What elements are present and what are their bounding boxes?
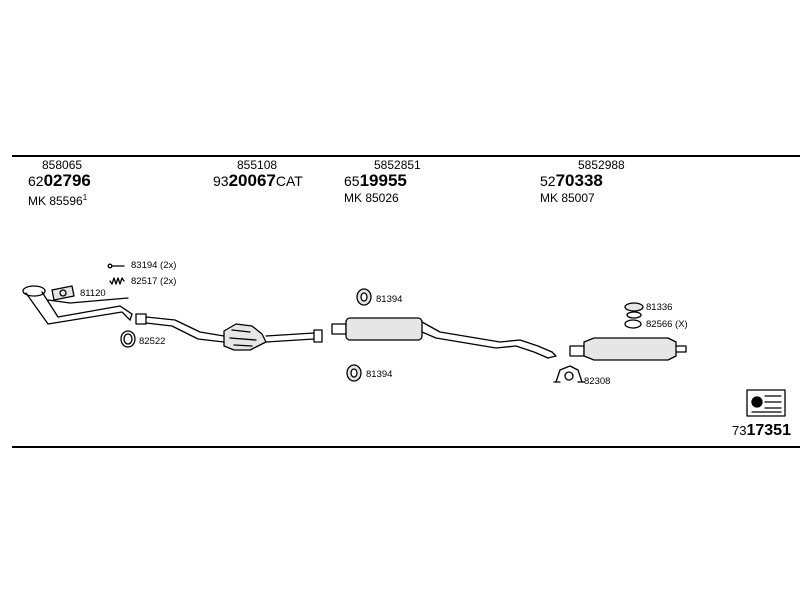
part-label-81394-bottom: 81394 bbox=[366, 369, 393, 380]
ref-number: 5852851 bbox=[374, 158, 421, 172]
part-label-82566: 82566 (X) bbox=[646, 319, 688, 330]
hanger-81336 bbox=[624, 302, 644, 319]
mk-number: MK 855961 bbox=[28, 190, 91, 209]
part-label-81336: 81336 bbox=[646, 302, 673, 313]
part-number: 5270338 bbox=[540, 172, 625, 190]
part-label-83194: 83194 (2x) bbox=[131, 260, 177, 271]
hanger-81394-bottom bbox=[346, 364, 362, 382]
bottom-rule bbox=[12, 446, 800, 448]
part-number: 6202796 bbox=[28, 172, 91, 190]
part-number-prefix: 62 bbox=[28, 173, 44, 189]
part-column-1: 858065 6202796 MK 855961 bbox=[28, 158, 91, 209]
part-column-2: 855108 9320067CAT bbox=[213, 158, 303, 190]
mk-number: MK 85007 bbox=[540, 190, 625, 206]
part-label-82308: 82308 bbox=[584, 376, 611, 387]
catalog-number: 7317351 bbox=[732, 422, 791, 440]
part-label-81394-top: 81394 bbox=[376, 294, 403, 305]
top-rule bbox=[12, 155, 800, 157]
mk-text: MK 85596 bbox=[28, 194, 83, 208]
part-number-prefix: 52 bbox=[540, 173, 556, 189]
part-number-main: 02796 bbox=[43, 171, 91, 190]
spring-82517 bbox=[109, 277, 125, 285]
part-number: 6519955 bbox=[344, 172, 421, 190]
part-label-82517: 82517 (2x) bbox=[131, 276, 177, 287]
part-column-4: 5852988 5270338 MK 85007 bbox=[540, 158, 625, 206]
catalog-icon bbox=[746, 389, 786, 417]
part-number-main: 20067 bbox=[228, 171, 276, 190]
bolt-83194 bbox=[107, 263, 125, 269]
part-label-81120: 81120 bbox=[80, 288, 106, 299]
ring-82522 bbox=[120, 330, 136, 348]
catalog-prefix: 73 bbox=[732, 423, 747, 438]
catalog-main: 17351 bbox=[746, 422, 791, 439]
front-pipe bbox=[22, 285, 133, 325]
part-number-prefix: 93 bbox=[213, 173, 229, 189]
mk-text: MK 85026 bbox=[344, 191, 399, 205]
mk-text: MK 85007 bbox=[540, 191, 595, 205]
mk-superscript: 1 bbox=[82, 193, 88, 202]
catalytic-converter bbox=[135, 313, 323, 351]
part-label-82522: 82522 bbox=[139, 336, 166, 347]
gasket-81120 bbox=[51, 285, 75, 301]
rear-silencer bbox=[569, 337, 687, 361]
part-number-suffix: CAT bbox=[275, 173, 303, 189]
hanger-81394-top bbox=[356, 288, 372, 306]
mk-number: MK 85026 bbox=[344, 190, 421, 206]
clamp-82566 bbox=[624, 319, 642, 329]
ref-number: 5852988 bbox=[578, 158, 625, 172]
clamp-82308 bbox=[553, 365, 585, 383]
part-number: 9320067CAT bbox=[213, 172, 303, 190]
ref-number: 855108 bbox=[237, 158, 278, 172]
part-column-3: 5852851 6519955 MK 85026 bbox=[344, 158, 421, 206]
ref-number: 858065 bbox=[42, 158, 83, 172]
part-number-main: 70338 bbox=[555, 171, 603, 190]
part-number-main: 19955 bbox=[359, 171, 407, 190]
part-number-prefix: 65 bbox=[344, 173, 360, 189]
middle-silencer bbox=[331, 317, 557, 359]
